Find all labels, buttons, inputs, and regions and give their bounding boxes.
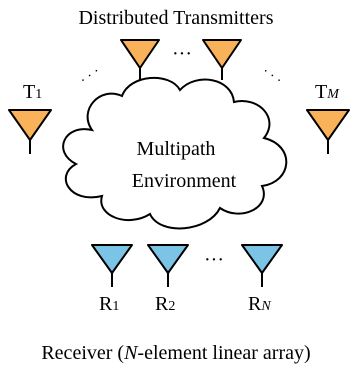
right-diagonal-ellipsis: · · ·: [259, 64, 285, 88]
receiver-label-2: R2: [155, 293, 175, 315]
receiver-antenna-1: [91, 244, 133, 287]
receiver-antenna-2: [147, 244, 189, 287]
receiver-caption: Receiver (N-element linear array): [41, 342, 310, 364]
transmitter-antenna-right: [306, 109, 350, 154]
transmitter-antenna-left: [8, 109, 52, 154]
diagram-title: Distributed Transmitters: [78, 7, 273, 29]
receiver-ellipsis: ···: [204, 249, 224, 271]
transmitter-antenna-top-right: [202, 39, 242, 80]
receiver-antenna-n: [241, 244, 283, 287]
transmitter-antenna-top-left: [120, 39, 160, 80]
cloud-label-line2: Environment: [132, 170, 237, 192]
receiver-label-1: R1: [99, 293, 119, 315]
multipath-cloud: [62, 77, 288, 230]
receiver-label-n: RN: [248, 293, 271, 315]
transmitter-right-label: TM: [315, 81, 340, 103]
top-ellipsis: ···: [172, 43, 192, 65]
transmitter-left-label: T1: [23, 81, 42, 103]
left-diagonal-ellipsis: · · ·: [77, 64, 103, 88]
cloud-label-line1: Multipath: [137, 138, 216, 160]
